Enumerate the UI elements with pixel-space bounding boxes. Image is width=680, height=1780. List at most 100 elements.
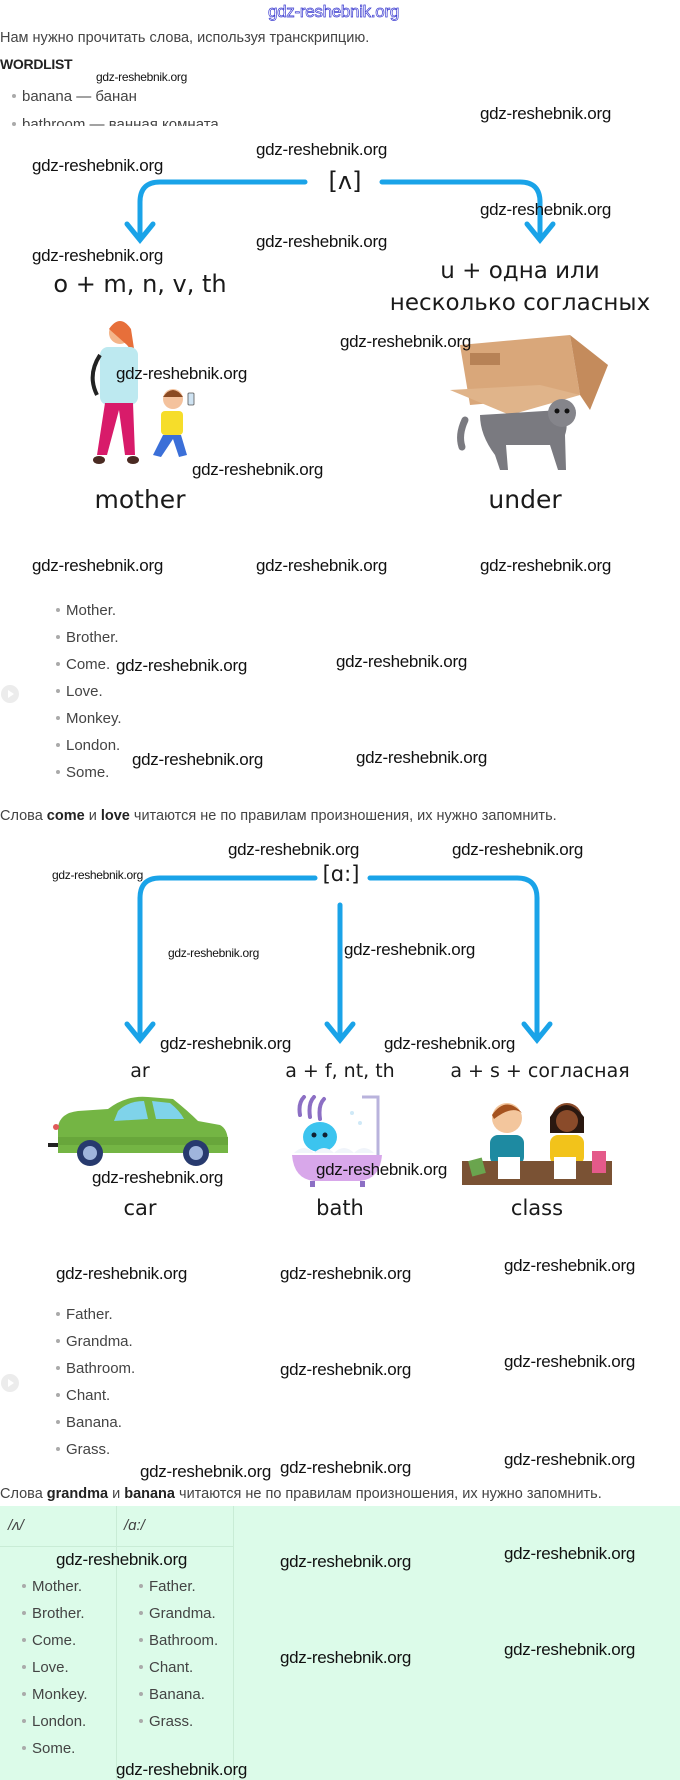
wordlist-item: bathroom — ванная комната	[12, 116, 219, 126]
watermark: gdz-reshebnik.org	[256, 556, 387, 575]
watermark: gdz-reshebnik.org	[228, 840, 359, 859]
bullet-icon	[22, 1638, 26, 1643]
play-icon[interactable]	[1, 685, 19, 703]
watermark: gdz-reshebnik.org	[168, 946, 259, 960]
watermark: gdz-reshebnik.org	[92, 1168, 223, 1187]
bullet-icon	[56, 770, 60, 775]
arrow-left	[137, 875, 318, 1041]
list-item: Banana.	[56, 1414, 122, 1432]
bullet-icon	[22, 1584, 26, 1589]
watermark: gdz-reshebnik.org	[116, 364, 247, 383]
caption-under: under	[488, 485, 562, 514]
watermark: gdz-reshebnik.org	[504, 1640, 635, 1659]
table-cell: Bathroom.	[139, 1632, 218, 1650]
table-cell: Some.	[22, 1740, 75, 1758]
sound-symbol: [ʌ]	[328, 167, 362, 195]
watermark: gdz-reshebnik.org	[52, 868, 143, 882]
bullet-icon	[56, 1420, 60, 1425]
bullet-icon	[139, 1719, 143, 1724]
note-come-love: Слова come и love читаются не по правила…	[0, 808, 557, 824]
bullet-icon	[22, 1746, 26, 1751]
bullet-icon	[56, 1339, 60, 1344]
bullet-icon	[56, 689, 60, 694]
bullet-icon	[22, 1665, 26, 1670]
watermark: gdz-reshebnik.org	[132, 750, 263, 769]
table-cell: Love.	[22, 1659, 69, 1677]
rule-a-s-consonant: a + s + согласная	[450, 1060, 630, 1082]
table-cell: Brother.	[22, 1605, 85, 1623]
arrow-right	[367, 875, 540, 1041]
bullet-icon	[139, 1638, 143, 1643]
table-header-ah: /ʌ/	[8, 1517, 24, 1534]
watermark: gdz-reshebnik.org	[32, 156, 163, 175]
rule-right-line1: u + одна или	[440, 258, 600, 284]
watermark: gdz-reshebnik.org	[336, 652, 467, 671]
watermark: gdz-reshebnik.org	[480, 556, 611, 575]
list-item: Grass.	[56, 1441, 110, 1459]
arrow-left	[137, 179, 308, 241]
table-cell: Grass.	[139, 1713, 193, 1731]
sound-table: /ʌ/ /ɑ:/ Mother. Brother. Come. Love. Mo…	[0, 1506, 680, 1780]
bullet-icon	[12, 122, 16, 126]
list-item: London.	[56, 737, 120, 755]
bullet-icon	[56, 1312, 60, 1317]
watermark: gdz-reshebnik.org	[480, 200, 611, 219]
list-item: Father.	[56, 1306, 113, 1324]
table-cell: Come.	[22, 1632, 76, 1650]
bullet-icon	[56, 635, 60, 640]
watermark: gdz-reshebnik.org	[280, 1360, 411, 1379]
watermark: gdz-reshebnik.org	[504, 1256, 635, 1275]
watermark: gdz-reshebnik.org	[452, 840, 583, 859]
bullet-icon	[22, 1611, 26, 1616]
note-grandma-banana: Слова grandma и banana читаются не по пр…	[0, 1486, 602, 1502]
column-divider	[233, 1506, 234, 1780]
watermark: gdz-reshebnik.org	[340, 332, 471, 351]
watermark: gdz-reshebnik.org	[280, 1458, 411, 1477]
watermark: gdz-reshebnik.org	[480, 104, 611, 123]
bullet-icon	[139, 1692, 143, 1697]
arrow-mid-head	[324, 1021, 356, 1044]
list-item: Monkey.	[56, 710, 122, 728]
bullet-icon	[12, 94, 16, 99]
watermark: gdz-reshebnik.org	[344, 940, 475, 959]
watermark: gdz-reshebnik.org	[384, 1034, 515, 1053]
arrow-right-head	[524, 221, 556, 244]
watermark: gdz-reshebnik.org	[160, 1034, 291, 1053]
list-item: Love.	[56, 683, 103, 701]
watermark: gdz-reshebnik.org	[140, 1462, 271, 1481]
table-cell: Chant.	[139, 1659, 193, 1677]
list-item: Mother.	[56, 602, 116, 620]
watermark: gdz-reshebnik.org	[56, 1550, 187, 1569]
bullet-icon	[56, 662, 60, 667]
wordlist-item: banana — банан	[12, 88, 137, 106]
watermark: gdz-reshebnik.org	[56, 1264, 187, 1283]
list-item: Bathroom.	[56, 1360, 135, 1378]
class-illustration	[462, 1103, 612, 1185]
bullet-icon	[56, 608, 60, 613]
rule-ar: ar	[130, 1060, 150, 1082]
table-cell: Grandma.	[139, 1605, 216, 1623]
bullet-icon	[56, 743, 60, 748]
top-watermark[interactable]: gdz-reshebnik.org	[268, 2, 400, 22]
arrow-left-head	[124, 1021, 156, 1044]
watermark: gdz-reshebnik.org	[32, 556, 163, 575]
table-cell: Father.	[139, 1578, 196, 1596]
list-item: Brother.	[56, 629, 119, 647]
watermark: gdz-reshebnik.org	[192, 460, 323, 479]
caption-car: car	[123, 1196, 157, 1220]
bullet-icon	[56, 716, 60, 721]
arrow-left-head	[124, 221, 156, 244]
list-item: Grandma.	[56, 1333, 133, 1351]
watermark: gdz-reshebnik.org	[116, 656, 247, 675]
play-icon[interactable]	[1, 1374, 19, 1392]
caption-mother: mother	[94, 485, 186, 514]
arrow-right-head	[521, 1021, 553, 1044]
watermark: gdz-reshebnik.org	[504, 1450, 635, 1469]
intro-text: Нам нужно прочитать слова, используя тра…	[0, 30, 370, 46]
table-cell: Banana.	[139, 1686, 205, 1704]
table-header-aa: /ɑ:/	[124, 1517, 145, 1534]
watermark: gdz-reshebnik.org	[280, 1648, 411, 1667]
bullet-icon	[22, 1692, 26, 1697]
diagram1-arrows	[124, 179, 556, 244]
bullet-icon	[56, 1393, 60, 1398]
